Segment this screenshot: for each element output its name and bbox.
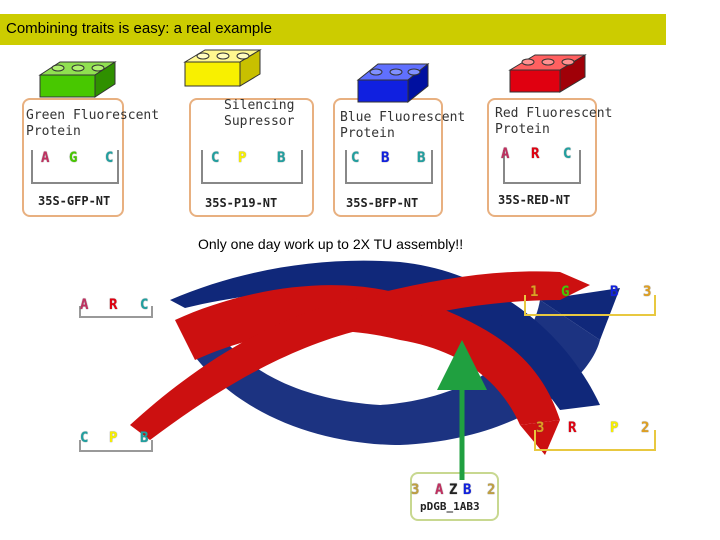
left-bottom-combo-line <box>79 440 153 452</box>
left-top-combo-line <box>79 306 153 318</box>
p19-card <box>189 98 314 217</box>
slot-label: G <box>69 150 78 166</box>
assembly-note: Only one day work up to 2X TU assembly!! <box>198 236 464 252</box>
gfp-construct-name: 35S-GFP-NT <box>38 194 111 208</box>
slot-label: C <box>351 150 360 166</box>
slot-label: P <box>109 430 118 446</box>
p19-construct-name: 35S-P19-NT <box>205 196 278 210</box>
slot-label: 3 <box>536 420 545 436</box>
final-construct-name: pDGB_1AB3 <box>420 500 480 513</box>
slot-label: C <box>211 150 220 166</box>
slot-label: R <box>531 146 540 162</box>
p19-construct-pill <box>201 150 303 184</box>
title-bar: Combining traits is easy: a real example <box>0 14 666 45</box>
red-card <box>487 98 597 217</box>
slot-label: 3 <box>643 284 652 300</box>
slot-label: A <box>80 297 89 313</box>
page-title: Combining traits is easy: a real example <box>6 20 272 37</box>
slot-label: B <box>140 430 149 446</box>
final-construct-card <box>410 472 499 521</box>
slot-label: A <box>41 150 50 166</box>
gfp-construct-pill <box>31 150 119 184</box>
slot-label: C <box>563 146 572 162</box>
gfp-brick-icon <box>38 61 117 98</box>
bfp-construct-pill <box>345 150 433 184</box>
slot-label: R <box>109 297 118 313</box>
bfp-brick-icon <box>356 62 430 104</box>
slot-label: B <box>463 482 472 498</box>
slot-label: 3 <box>411 482 420 498</box>
slot-label: P <box>610 420 619 436</box>
slot-label: B <box>417 150 426 166</box>
slot-label: G <box>561 284 570 300</box>
slot-label: A <box>435 482 444 498</box>
slot-label: B <box>277 150 286 166</box>
slot-label: C <box>140 297 149 313</box>
slot-label: C <box>80 430 89 446</box>
p19-brick-icon <box>183 49 262 87</box>
slot-label: A <box>501 146 510 162</box>
slot-label: 1 <box>530 284 539 300</box>
right-top-combo-line <box>524 295 656 316</box>
slot-label: C <box>105 150 114 166</box>
slot-label: Z <box>449 482 458 498</box>
gfp-card <box>22 98 124 217</box>
red-construct-name: 35S-RED-NT <box>498 193 571 207</box>
red-brick-icon <box>508 54 587 93</box>
slot-label: 2 <box>641 420 650 436</box>
slot-label: R <box>568 420 577 436</box>
slot-label: 2 <box>487 482 496 498</box>
slot-label: B <box>381 150 390 166</box>
bfp-construct-name: 35S-BFP-NT <box>346 196 419 210</box>
red-crossing-arrow <box>130 271 590 455</box>
slot-label: P <box>238 150 247 166</box>
right-bottom-combo-line <box>534 430 656 451</box>
red-construct-pill <box>503 150 581 184</box>
slot-label: B <box>610 284 619 300</box>
